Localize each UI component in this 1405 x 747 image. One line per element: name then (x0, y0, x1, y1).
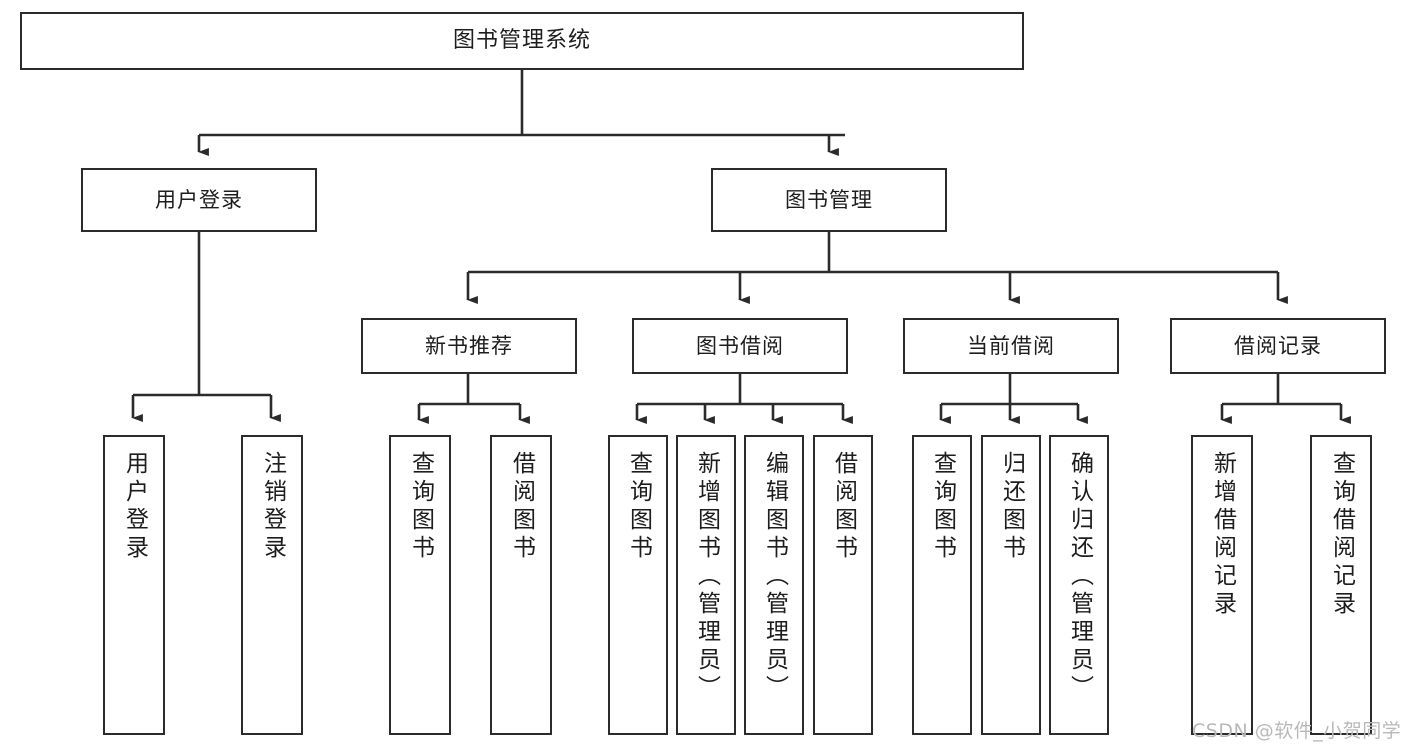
node-label: 用户登录 (121, 451, 148, 563)
node-label: 新书推荐 (425, 333, 513, 358)
node-label: 借阅记录 (1234, 333, 1322, 358)
node-label: 借阅图书 (508, 451, 535, 563)
node-label: 新增借阅记录 (1209, 451, 1236, 619)
leaf-return-book[interactable]: 归还图书 (981, 435, 1041, 735)
node-label: 编辑图书（管理员） (761, 451, 788, 703)
node-current-borrow[interactable]: 当前借阅 (903, 318, 1119, 374)
leaf-add-borrow-record[interactable]: 新增借阅记录 (1191, 435, 1253, 735)
leaf-logout[interactable]: 注销登录 (241, 435, 303, 735)
node-label: 图书借阅 (696, 333, 784, 358)
leaf-query-book-current[interactable]: 查询图书 (912, 435, 972, 735)
node-label: 归还图书 (998, 451, 1025, 563)
node-label: 新增图书（管理员） (693, 451, 720, 703)
node-root[interactable]: 图书管理系统 (20, 12, 1024, 70)
watermark: CSDN @软件_小贺同学 (1192, 720, 1402, 742)
leaf-query-book-borrow[interactable]: 查询图书 (608, 435, 668, 735)
leaf-add-book-admin[interactable]: 新增图书（管理员） (676, 435, 736, 735)
leaf-query-borrow-record[interactable]: 查询借阅记录 (1310, 435, 1372, 735)
leaf-user-login[interactable]: 用户登录 (103, 435, 165, 735)
node-label: 查询图书 (929, 451, 956, 563)
leaf-confirm-return-admin[interactable]: 确认归还（管理员） (1049, 435, 1109, 735)
leaf-borrow-book[interactable]: 借阅图书 (813, 435, 873, 735)
node-label: 图书管理 (785, 187, 873, 212)
node-label: 查询图书 (407, 451, 434, 563)
node-label: 注销登录 (259, 451, 286, 563)
node-book-borrow[interactable]: 图书借阅 (632, 318, 848, 374)
node-label: 图书管理系统 (452, 28, 591, 54)
node-label: 查询图书 (625, 451, 652, 563)
leaf-query-book-recommend[interactable]: 查询图书 (389, 435, 451, 735)
leaf-edit-book-admin[interactable]: 编辑图书（管理员） (744, 435, 804, 735)
node-label: 借阅图书 (830, 451, 857, 563)
node-new-book-recommend[interactable]: 新书推荐 (361, 318, 577, 374)
node-label: 用户登录 (155, 187, 243, 212)
node-label: 查询借阅记录 (1328, 451, 1355, 619)
node-label: 确认归还（管理员） (1066, 451, 1093, 703)
node-user-login[interactable]: 用户登录 (81, 168, 317, 232)
node-book-management[interactable]: 图书管理 (711, 168, 947, 232)
leaf-borrow-book-recommend[interactable]: 借阅图书 (490, 435, 552, 735)
node-label: 当前借阅 (967, 333, 1055, 358)
node-borrow-records[interactable]: 借阅记录 (1170, 318, 1386, 374)
